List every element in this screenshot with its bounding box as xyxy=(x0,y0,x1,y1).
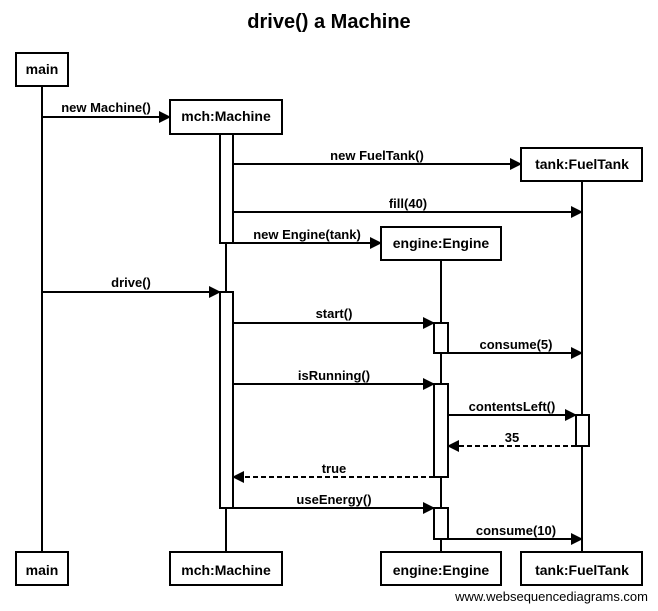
footer-credit: www.websequencediagrams.com xyxy=(454,589,648,604)
message-label: consume(10) xyxy=(476,523,556,538)
message-label: start() xyxy=(316,306,353,321)
message-label: new Engine(tank) xyxy=(253,227,361,242)
message-new-fueltank: new FuelTank() xyxy=(233,148,522,170)
participant-label: main xyxy=(26,562,59,578)
message-label: new Machine() xyxy=(61,100,151,115)
activation-tank-contentsleft xyxy=(575,414,590,447)
activation-engine-useenergy xyxy=(433,507,449,540)
message-return-35: 35 xyxy=(447,430,576,452)
message-label: drive() xyxy=(111,275,151,290)
participant-mch-top: mch:Machine xyxy=(169,99,283,135)
diagram-title: drive() a Machine xyxy=(247,11,410,33)
activation-engine-start xyxy=(433,322,449,354)
participant-engine-top: engine:Engine xyxy=(380,226,502,261)
message-start: start() xyxy=(233,306,435,329)
participant-label: mch:Machine xyxy=(181,108,271,124)
participant-tank-top: tank:FuelTank xyxy=(520,147,643,182)
activation-mch-construct xyxy=(219,133,234,244)
participant-label: tank:FuelTank xyxy=(535,156,629,172)
message-label: contentsLeft() xyxy=(469,399,556,414)
message-label: fill(40) xyxy=(389,196,427,211)
participant-label: engine:Engine xyxy=(393,562,490,578)
message-consume-5: consume(5) xyxy=(448,337,583,359)
message-label: new FuelTank() xyxy=(330,148,424,163)
participant-engine-bottom: engine:Engine xyxy=(380,551,502,586)
message-label: 35 xyxy=(505,430,519,445)
message-drive: drive() xyxy=(42,275,221,298)
message-return-true: true xyxy=(232,461,434,483)
participant-label: main xyxy=(26,61,59,77)
message-consume-10: consume(10) xyxy=(448,523,583,545)
participant-tank-bottom: tank:FuelTank xyxy=(520,551,643,586)
message-new-engine: new Engine(tank) xyxy=(233,227,382,249)
activation-mch-drive xyxy=(219,291,234,509)
participant-label: engine:Engine xyxy=(393,235,490,251)
participant-main-top: main xyxy=(15,52,69,87)
participant-main-bottom: main xyxy=(15,551,69,586)
message-label: isRunning() xyxy=(298,368,370,383)
participant-label: mch:Machine xyxy=(181,562,271,578)
message-label: consume(5) xyxy=(480,337,553,352)
message-new-machine: new Machine() xyxy=(42,100,171,123)
participant-mch-bottom: mch:Machine xyxy=(169,551,283,586)
message-fill: fill(40) xyxy=(233,196,583,218)
message-label: useEnergy() xyxy=(296,492,371,507)
message-useenergy: useEnergy() xyxy=(233,492,435,514)
message-contentsleft: contentsLeft() xyxy=(448,399,577,421)
activation-engine-isrunning xyxy=(433,383,449,478)
message-isrunning: isRunning() xyxy=(233,368,435,390)
message-label: true xyxy=(322,461,347,476)
participant-label: tank:FuelTank xyxy=(535,562,629,578)
